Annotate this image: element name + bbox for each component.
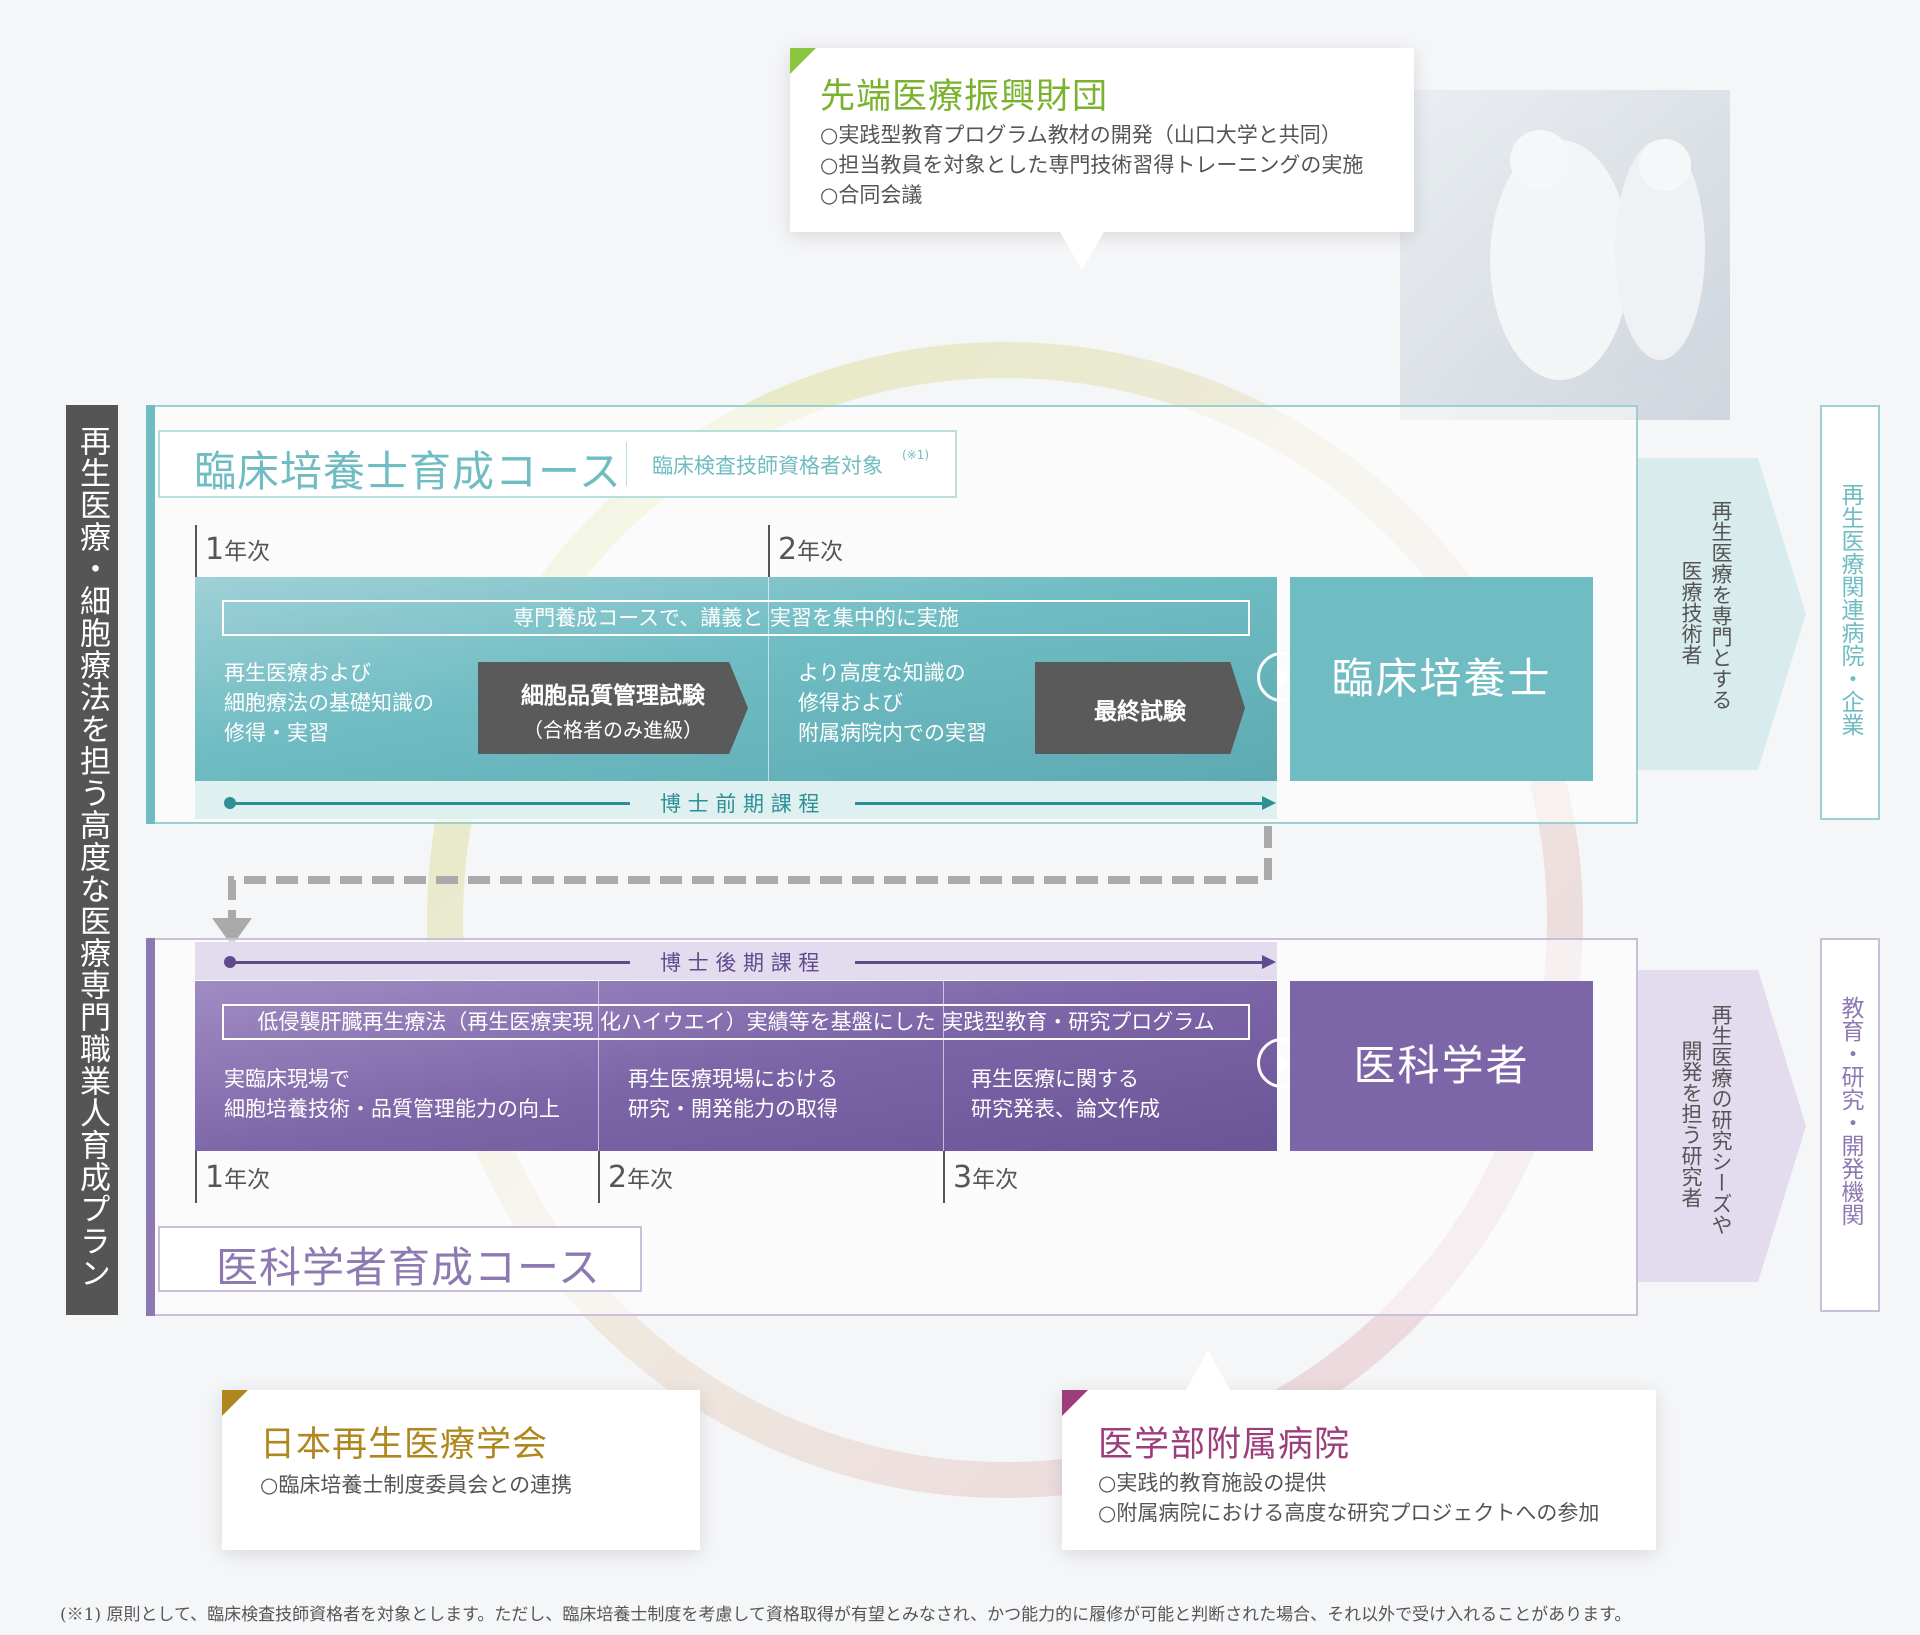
hospital-item: ○附属病院における高度な研究プロジェクトへの参加: [1098, 1501, 1600, 1525]
clinical-banner: 専門養成コースで、講義と 実習を集中的に実施: [222, 600, 1250, 636]
lab-photo: [1400, 90, 1730, 420]
clinical-stage2-text: より高度な知識の修得および附属病院内での実習: [798, 661, 987, 745]
clinical-target-note: (※1): [902, 448, 930, 462]
clinical-stage1-text: 再生医療および細胞療法の基礎知識の修得・実習: [224, 661, 434, 745]
clinical-destination: 再生医療関連病院・企業: [1820, 405, 1880, 820]
hospital-title: 医学部附属病院: [1098, 1425, 1351, 1465]
research-year2-label: 2年次: [608, 1160, 674, 1195]
society-item: ○臨床培養士制度委員会との連携: [260, 1473, 573, 1497]
year-divider: [195, 1151, 197, 1203]
hospital-pointer: [1186, 1350, 1230, 1390]
band-divider: [943, 981, 944, 1151]
foundation-title: 先端医療振興財団: [820, 77, 1109, 117]
final-exam-box: 最終試験: [1035, 662, 1245, 754]
clinical-career-text-2: 医療技術者: [1679, 560, 1703, 665]
year-divider: [598, 1151, 600, 1203]
research-frame-accent: [146, 938, 155, 1316]
clinical-career-text-1: 再生医療を専門とする: [1709, 500, 1733, 710]
year-divider: [768, 525, 770, 577]
program-line: [855, 802, 1265, 805]
year-divider: [195, 525, 197, 577]
year-divider: [943, 1151, 945, 1203]
final-exam-title: 最終試験: [1094, 699, 1186, 725]
band-divider: [598, 981, 599, 1151]
research-banner-text: 低侵襲肝臓再生療法（再生医療実現 化ハイウエイ）実績等を基盤にした 実践型教育・…: [257, 1010, 1215, 1034]
research-banner: 低侵襲肝臓再生療法（再生医療実現 化ハイウエイ）実績等を基盤にした 実践型教育・…: [222, 1004, 1250, 1040]
plan-title-bar: 再生医療・細胞療法を担う高度な医療専門職業人育成プラン: [66, 405, 118, 1315]
clinical-course-title: 臨床培養士育成コース: [194, 447, 622, 496]
cycle-ring: [427, 342, 1583, 1498]
clinical-career-arrow: [1638, 458, 1806, 770]
research-destination: 教育・研究・開発機関: [1820, 938, 1880, 1312]
quality-exam-title: 細胞品質管理試験: [521, 683, 705, 709]
research-band: [195, 981, 1277, 1151]
program-line: [228, 802, 630, 805]
foundation-item: ○合同会議: [820, 183, 923, 207]
clinical-frame-accent: [146, 405, 155, 824]
clinical-banner-text: 専門養成コースで、講義と 実習を集中的に実施: [513, 606, 959, 630]
title-divider: [626, 442, 627, 486]
program-line: [855, 961, 1265, 964]
foundation-pointer: [1060, 232, 1104, 270]
research-course-title: 医科学者育成コース: [216, 1243, 601, 1292]
quality-exam-box: 細胞品質管理試験 （合格者のみ進級）: [478, 662, 748, 754]
foundation-callout: 先端医療振興財団 ○実践型教育プログラム教材の開発（山口大学と共同） ○担当教員…: [790, 48, 1414, 270]
hospital-callout: 医学部附属病院 ○実践的教育施設の提供 ○附属病院における高度な研究プロジェクト…: [1062, 1350, 1656, 1550]
foundation-corner-marker: [790, 48, 816, 74]
foundation-item: ○担当教員を対象とした専門技術習得トレーニングの実施: [820, 153, 1364, 177]
clinical-course-title-box: 臨床培養士育成コース 臨床検査技師資格者対象 (※1): [158, 430, 957, 498]
clinical-year1-label: 1年次: [205, 532, 271, 567]
research-stage1-text: 実臨床現場で細胞培養技術・品質管理能力の向上: [224, 1067, 560, 1121]
hospital-corner-marker: [1062, 1390, 1088, 1416]
clinical-year2-label: 2年次: [778, 532, 844, 567]
program-line-start-dot: [224, 956, 236, 968]
clinical-outcome: 臨床培養士: [1331, 654, 1552, 703]
plan-title: 再生医療・細胞療法を担う高度な医療専門職業人育成プラン: [74, 425, 110, 1289]
program-arrow-head: [1262, 955, 1276, 969]
research-course-title-box: 医科学者育成コース: [158, 1226, 642, 1292]
program-arrow-head: [1262, 796, 1276, 810]
society-callout: 日本再生医療学会 ○臨床培養士制度委員会との連携: [222, 1390, 700, 1550]
research-career-text-2: 開発を担う研究者: [1679, 1040, 1703, 1208]
research-year1-label: 1年次: [205, 1160, 271, 1195]
clinical-program-bar: [195, 781, 1277, 819]
research-career-text-1: 再生医療の研究シーズや: [1709, 1004, 1733, 1235]
research-year3-label: 3年次: [953, 1160, 1019, 1195]
quality-exam-note: （合格者のみ進級）: [523, 718, 703, 742]
research-stage3-text: 再生医療に関する研究発表、論文作成: [971, 1067, 1160, 1121]
research-stage2-text: 再生医療現場における研究・開発能力の取得: [628, 1067, 838, 1121]
society-title: 日本再生医療学会: [260, 1425, 549, 1465]
clinical-course-target: 臨床検査技師資格者対象: [652, 454, 883, 478]
research-outcome-box: 医科学者: [1290, 981, 1593, 1151]
research-program-label: 博 士 後 期 課 程: [660, 951, 820, 975]
footnote: (※1) 原則として、臨床検査技師資格者を対象とします。ただし、臨床培養士制度を…: [60, 1605, 1632, 1625]
program-line-start-dot: [224, 797, 236, 809]
society-corner-marker: [222, 1390, 248, 1416]
research-outcome: 医科学者: [1353, 1041, 1530, 1090]
clinical-outcome-box: 臨床培養士: [1290, 577, 1593, 781]
program-line: [228, 961, 630, 964]
research-career-arrow: [1638, 970, 1806, 1282]
band-divider: [768, 577, 769, 781]
clinical-program-label: 博 士 前 期 課 程: [660, 792, 820, 816]
foundation-item: ○実践型教育プログラム教材の開発（山口大学と共同）: [820, 123, 1342, 147]
hospital-item: ○実践的教育施設の提供: [1098, 1471, 1327, 1495]
